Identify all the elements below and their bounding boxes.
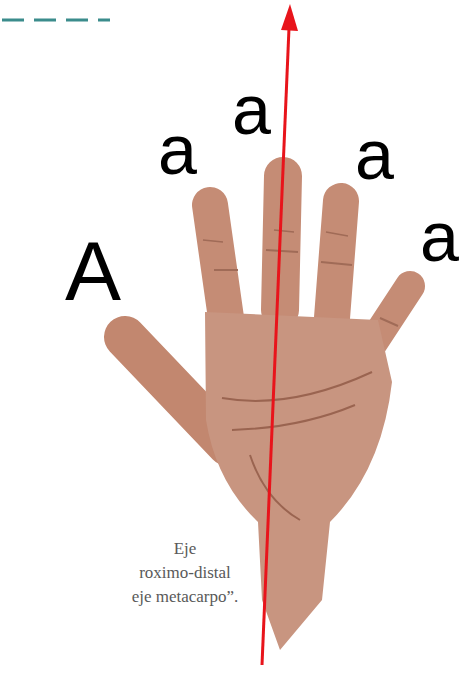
decor-dash (2, 19, 110, 22)
axis-caption: eje metacarpo”. (85, 588, 285, 605)
axis-caption: roximo-distal (85, 564, 285, 581)
thumb-letter: A (65, 229, 121, 313)
finger-letter: a (355, 120, 394, 190)
finger-letter: a (158, 115, 197, 185)
finger-letter: a (232, 75, 271, 145)
finger-letter: a (420, 202, 459, 272)
axis-caption: Eje (85, 540, 285, 557)
